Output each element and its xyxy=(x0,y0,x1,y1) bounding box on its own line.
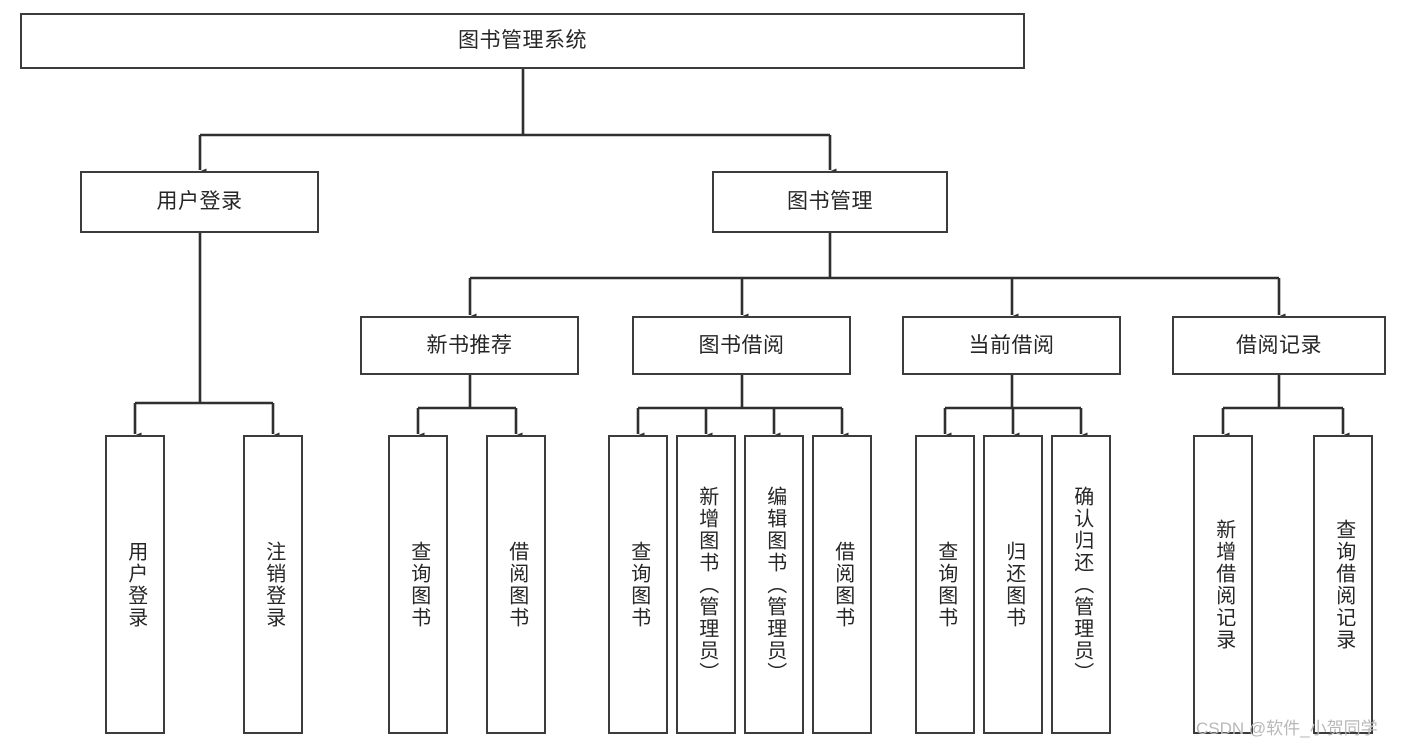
node-label: 归还图书 xyxy=(1002,540,1025,629)
node-label: 借阅记录 xyxy=(1236,333,1322,357)
node-leaf-borrow-book[interactable]: 借阅图书 xyxy=(812,435,872,734)
node-label: 确认归还（管理员） xyxy=(1070,485,1093,684)
node-leaf-return-book[interactable]: 归还图书 xyxy=(983,435,1043,734)
node-leaf-query-book[interactable]: 查询图书 xyxy=(608,435,668,734)
node-book-borrow[interactable]: 图书借阅 xyxy=(632,316,851,375)
node-leaf-query-book-cur[interactable]: 查询图书 xyxy=(915,435,975,734)
node-leaf-confirm-return[interactable]: 确认归还（管理员） xyxy=(1051,435,1111,734)
node-label: 编辑图书（管理员） xyxy=(763,485,786,684)
node-label: 当前借阅 xyxy=(968,333,1055,357)
node-leaf-user-login[interactable]: 用户登录 xyxy=(105,435,165,734)
node-borrow-record[interactable]: 借阅记录 xyxy=(1172,316,1386,375)
node-label: 借阅图书 xyxy=(831,540,854,629)
node-label: 查询图书 xyxy=(934,540,957,629)
node-label: 查询图书 xyxy=(407,540,430,629)
node-leaf-add-book[interactable]: 新增图书（管理员） xyxy=(676,435,736,734)
node-label: 用户登录 xyxy=(124,540,147,629)
node-label: 图书管理 xyxy=(787,190,873,214)
node-label: 查询借阅记录 xyxy=(1332,518,1355,651)
node-label: 查询图书 xyxy=(627,540,650,629)
node-label: 新增图书（管理员） xyxy=(695,485,718,684)
node-label: 新增借阅记录 xyxy=(1212,518,1235,651)
node-book-manage[interactable]: 图书管理 xyxy=(712,171,948,233)
node-label: 新书推荐 xyxy=(426,333,513,357)
node-root[interactable]: 图书管理系统 xyxy=(20,13,1025,69)
node-label: 注销登录 xyxy=(262,540,285,629)
node-label: 借阅图书 xyxy=(505,540,528,629)
node-leaf-user-logout[interactable]: 注销登录 xyxy=(243,435,303,734)
node-new-book-rec[interactable]: 新书推荐 xyxy=(360,316,579,375)
node-leaf-edit-book[interactable]: 编辑图书（管理员） xyxy=(744,435,804,734)
node-leaf-query-book-rec[interactable]: 查询图书 xyxy=(388,435,448,734)
node-user-login[interactable]: 用户登录 xyxy=(80,171,319,233)
node-label: 用户登录 xyxy=(156,190,243,214)
node-label: 图书借阅 xyxy=(698,333,785,357)
node-leaf-add-record[interactable]: 新增借阅记录 xyxy=(1193,435,1253,734)
node-label: 图书管理系统 xyxy=(458,29,587,53)
csdn-watermark: CSDN @软件_小贺同学 xyxy=(1196,719,1378,738)
node-leaf-borrow-book-rec[interactable]: 借阅图书 xyxy=(486,435,546,734)
node-current-borrow[interactable]: 当前借阅 xyxy=(902,316,1121,375)
node-leaf-query-record[interactable]: 查询借阅记录 xyxy=(1313,435,1373,734)
